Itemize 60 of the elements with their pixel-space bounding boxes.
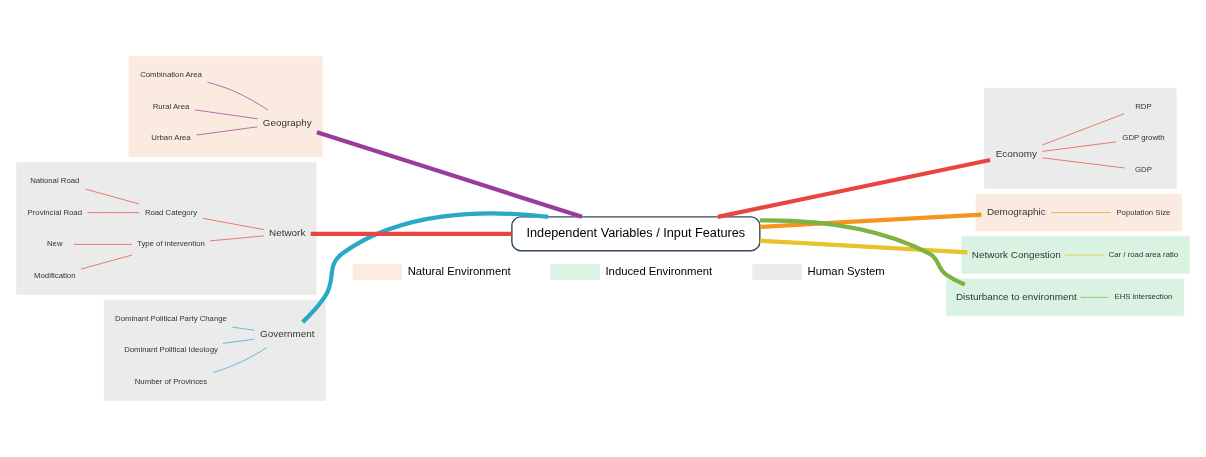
- connector: [202, 218, 265, 230]
- node-text: Economy: [995, 148, 1037, 160]
- cluster: [984, 87, 1177, 189]
- connector: [1050, 212, 1112, 213]
- cluster: [975, 193, 1182, 232]
- node-text: Demographic: [986, 206, 1046, 218]
- cluster: [16, 162, 317, 295]
- connector: [310, 231, 512, 236]
- node-text: National Road: [30, 175, 80, 185]
- connector: [759, 212, 982, 229]
- legend-label: Natural Environment: [407, 264, 511, 277]
- node-text: Rural Area: [152, 101, 190, 111]
- node-text: Car / road area ratio: [1108, 249, 1179, 259]
- node-text: Network Congestion: [971, 248, 1061, 260]
- node-text: EHS intersection: [1114, 292, 1173, 302]
- cluster: [103, 299, 326, 401]
- connector: [73, 244, 133, 245]
- connector: [759, 238, 968, 255]
- node-text: Combination Area: [140, 69, 202, 79]
- connector: [87, 212, 140, 213]
- connector: [212, 347, 268, 373]
- connector: [316, 130, 583, 219]
- cluster: [961, 236, 1190, 274]
- connector: [80, 254, 133, 270]
- connector: [1042, 113, 1125, 146]
- connector: [231, 326, 256, 331]
- node-text: Geography: [262, 116, 312, 128]
- connector: [1080, 297, 1109, 298]
- node-text: Type of intervention: [137, 239, 205, 249]
- connector: [85, 188, 140, 205]
- connector: [1042, 157, 1125, 169]
- node-text: Disturbance to environment: [955, 290, 1077, 302]
- node-text: Dominant Political Ideology: [124, 345, 218, 355]
- node-text: New: [47, 239, 63, 249]
- node-text: Number of Provinces: [134, 377, 208, 387]
- connector: [717, 157, 991, 219]
- cluster: [946, 278, 1185, 317]
- node-text: Provincial Road: [27, 207, 82, 217]
- connector: [759, 218, 966, 287]
- legend-label: Human System: [807, 264, 885, 277]
- node-text: Modification: [34, 271, 76, 281]
- connector: [301, 211, 549, 324]
- node-box: Independent Variables / Input Features: [511, 216, 761, 252]
- legend-label: Induced Environment: [605, 264, 713, 277]
- cluster: [128, 56, 323, 158]
- connector: [1042, 141, 1117, 152]
- node-text: RDP: [1135, 101, 1152, 111]
- node-text: Road Category: [144, 207, 198, 217]
- node-text: Government: [260, 328, 315, 340]
- connector: [207, 81, 269, 111]
- connector: [196, 126, 258, 136]
- node-text: GDP growth: [1122, 133, 1165, 143]
- node-text: Urban Area: [151, 133, 191, 143]
- node-text: Dominant Political Party Change: [115, 313, 227, 323]
- connector: [222, 338, 255, 344]
- node-text: GDP: [1135, 165, 1152, 175]
- node-text: Population Size: [1116, 207, 1171, 217]
- connector: [209, 235, 265, 242]
- connector: [194, 109, 258, 120]
- node-text: Network: [269, 227, 306, 239]
